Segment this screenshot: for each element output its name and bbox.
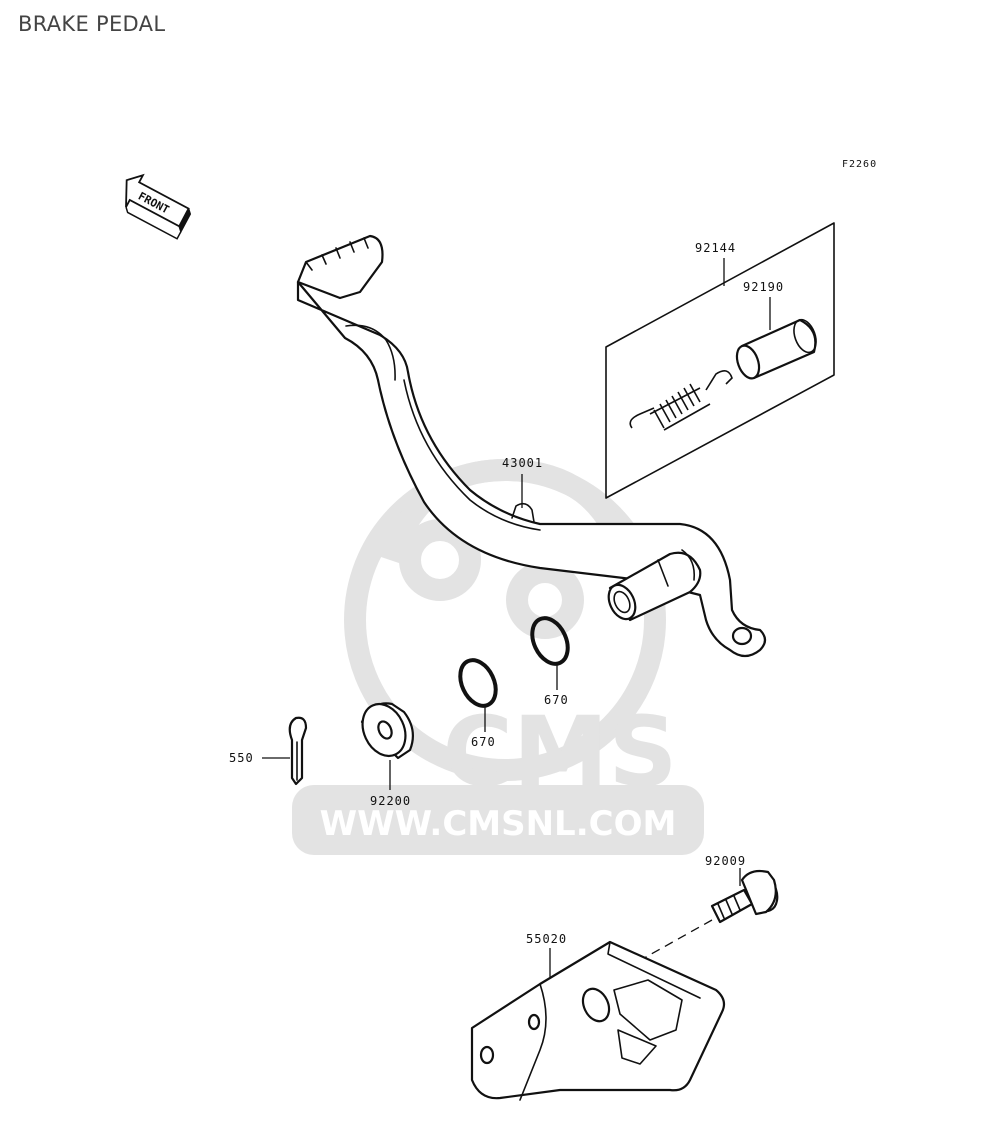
watermark-mascot-logo: [344, 458, 666, 781]
return-spring-part: [629, 370, 733, 431]
label-55020: 55020: [526, 932, 567, 946]
label-670-upper: 670: [544, 693, 569, 707]
spring-kit-box: 92144: [605, 222, 835, 499]
brake-pedal-part: 43001: [296, 234, 767, 658]
guard-part: 55020: [470, 932, 726, 1101]
o-ring-b-part: 670: [458, 658, 498, 749]
label-92144: 92144: [695, 241, 736, 255]
watermark-bar: [292, 785, 704, 855]
page-title: BRAKE PEDAL: [18, 12, 166, 36]
label-550: 550: [229, 751, 254, 765]
watermark-brand: CMS: [442, 696, 677, 808]
cotter-pin-part: 550: [229, 716, 308, 786]
o-ring-a-part: 670: [530, 616, 570, 707]
label-670-lower: 670: [471, 735, 496, 749]
front-direction-arrow: FRONT: [125, 173, 192, 240]
cms-watermark: CMS WWW.CMSNL.COM: [292, 458, 704, 855]
figure-code: F2260: [842, 159, 877, 170]
label-92200: 92200: [370, 794, 411, 808]
watermark-url: WWW.CMSNL.COM: [320, 804, 677, 844]
label-92190: 92190: [743, 280, 784, 294]
collar-part: 92190: [735, 280, 817, 380]
label-92009: 92009: [705, 854, 746, 868]
washer-part: 92200: [360, 702, 415, 808]
bolt-part: 92009: [705, 854, 779, 924]
label-43001: 43001: [502, 456, 543, 470]
